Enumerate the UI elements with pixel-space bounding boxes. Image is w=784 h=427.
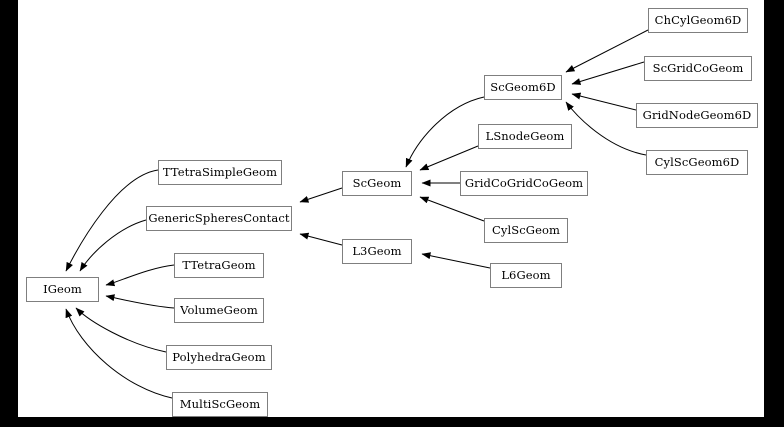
node-polyhedrageom[interactable]: PolyhedraGeom bbox=[166, 345, 272, 370]
edge-ttetrasimplegeom-to-igeom bbox=[65, 169, 159, 272]
node-chcylgeom6d[interactable]: ChCylGeom6D bbox=[648, 8, 748, 33]
node-label: IGeom bbox=[43, 281, 82, 296]
node-label: TTetraSimpleGeom bbox=[162, 164, 278, 179]
node-label: ScGridCoGeom bbox=[652, 60, 744, 75]
node-lsnodegeom[interactable]: LSnodeGeom bbox=[478, 124, 572, 149]
node-genericspherescontact[interactable]: GenericSpheresContact bbox=[146, 206, 292, 231]
edge-cylscgeom-to-scgeom bbox=[419, 196, 485, 222]
node-label: ChCylGeom6D bbox=[654, 12, 742, 27]
edge-multiscgeom-to-igeom bbox=[65, 308, 173, 399]
edge-cylscgeom6d-to-scgeom6d bbox=[565, 101, 647, 156]
diagram-canvas: IGeom TTetraSimpleGeom GenericSpheresCon… bbox=[18, 0, 764, 417]
node-igeom[interactable]: IGeom bbox=[26, 277, 99, 302]
edge-scgridcogeom-to-scgeom6d bbox=[571, 61, 645, 85]
node-label: L6Geom bbox=[501, 267, 551, 282]
node-label: VolumeGeom bbox=[180, 302, 258, 317]
node-label: CylScGeom6D bbox=[654, 154, 740, 169]
node-label: PolyhedraGeom bbox=[172, 349, 266, 364]
node-ttetrageom[interactable]: TTetraGeom bbox=[174, 253, 264, 278]
edge-genericspherescontact-to-igeom bbox=[79, 219, 147, 272]
edge-layer bbox=[65, 29, 649, 399]
node-gridnodegeom6d[interactable]: GridNodeGeom6D bbox=[636, 103, 758, 128]
edge-lsnodegeom-to-scgeom bbox=[419, 145, 479, 171]
node-cylscgeom[interactable]: CylScGeom bbox=[484, 218, 568, 243]
node-cylscgeom6d[interactable]: CylScGeom6D bbox=[646, 150, 748, 175]
edge-l3geom-to-genericspherescontact bbox=[299, 232, 343, 246]
node-label: ScGeom bbox=[352, 175, 402, 190]
node-label: LSnodeGeom bbox=[485, 128, 565, 143]
node-label: GridCoGridCoGeom bbox=[464, 175, 584, 190]
node-label: L3Geom bbox=[352, 243, 402, 258]
node-multiscgeom[interactable]: MultiScGeom bbox=[172, 392, 268, 417]
edge-chcylgeom6d-to-scgeom6d bbox=[565, 29, 649, 73]
node-label: GridNodeGeom6D bbox=[642, 107, 752, 122]
node-label: TTetraGeom bbox=[182, 257, 256, 272]
node-l6geom[interactable]: L6Geom bbox=[490, 263, 562, 288]
edge-volumegeom-to-igeom bbox=[105, 294, 175, 309]
node-label: GenericSpheresContact bbox=[148, 210, 290, 225]
node-scgeom[interactable]: ScGeom bbox=[342, 171, 412, 196]
node-l3geom[interactable]: L3Geom bbox=[342, 239, 412, 264]
edge-gridnodegeom6d-to-scgeom6d bbox=[571, 92, 637, 111]
edge-l6geom-to-l3geom bbox=[421, 252, 491, 269]
node-label: MultiScGeom bbox=[179, 396, 261, 411]
edge-polyhedrageom-to-igeom bbox=[75, 307, 167, 353]
node-gridcogridcogeom[interactable]: GridCoGridCoGeom bbox=[460, 171, 588, 196]
node-scgridcogeom[interactable]: ScGridCoGeom bbox=[644, 56, 752, 81]
node-label: ScGeom6D bbox=[490, 79, 556, 94]
node-ttetrasimplegeom[interactable]: TTetraSimpleGeom bbox=[158, 160, 282, 185]
node-scgeom6d[interactable]: ScGeom6D bbox=[484, 75, 562, 100]
edge-scgeom6d-to-scgeom bbox=[405, 96, 485, 168]
edge-ttetrageom-to-igeom bbox=[105, 264, 175, 287]
node-volumegeom[interactable]: VolumeGeom bbox=[174, 298, 264, 323]
node-label: CylScGeom bbox=[491, 222, 560, 237]
edge-scgeom-to-genericspherescontact bbox=[299, 187, 343, 203]
